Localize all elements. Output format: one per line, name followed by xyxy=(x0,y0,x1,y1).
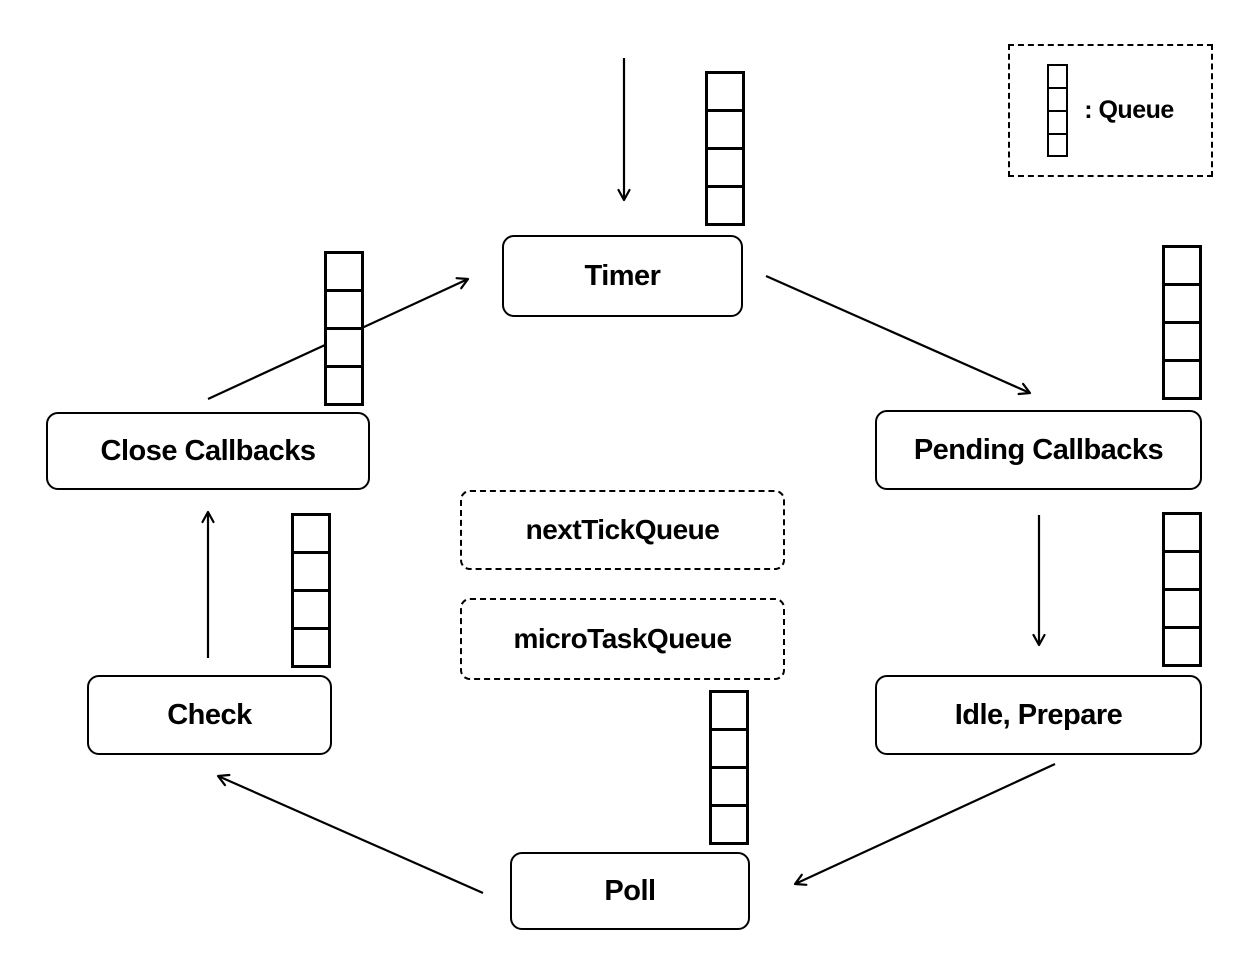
queue-cell xyxy=(708,112,742,150)
node-timer-label: Timer xyxy=(584,259,661,292)
queue-cell xyxy=(1165,629,1199,664)
queue-icon xyxy=(1162,245,1202,400)
queue-cell xyxy=(294,592,328,630)
queue-cell xyxy=(1165,362,1199,397)
queue-cell xyxy=(708,74,742,112)
arrow-poll-to-check xyxy=(216,773,484,895)
queue-icon xyxy=(1047,64,1069,157)
node-close-callbacks-label: Close Callbacks xyxy=(100,434,316,467)
micro-task-queue-label: microTaskQueue xyxy=(513,623,732,654)
queue-cell xyxy=(327,330,361,368)
queue-cell xyxy=(708,188,742,223)
node-check: Check xyxy=(87,675,332,755)
queue-icon xyxy=(324,251,364,406)
node-idle-prepare: Idle, Prepare xyxy=(875,675,1202,755)
queue-icon xyxy=(1162,512,1202,667)
node-pending-callbacks-label: Pending Callbacks xyxy=(913,433,1164,466)
queue-cell xyxy=(1165,248,1199,286)
legend-queue: : Queue xyxy=(1008,44,1213,177)
node-pending-callbacks: Pending Callbacks xyxy=(875,410,1202,490)
arrow-idle-prepare-to-poll xyxy=(793,763,1056,886)
queue-cell xyxy=(708,150,742,188)
queue-cell xyxy=(327,254,361,292)
queue-cell xyxy=(294,516,328,554)
arrow-timer-to-pending-callbacks xyxy=(765,274,1032,396)
queue-icon xyxy=(709,690,749,845)
queue-icon xyxy=(705,71,745,226)
queue-cell xyxy=(712,693,746,731)
micro-task-queue-box: microTaskQueue xyxy=(460,598,785,680)
node-timer: Timer xyxy=(502,235,743,317)
queue-cell xyxy=(1165,591,1199,629)
queue-cell xyxy=(1049,135,1067,155)
node-poll-label: Poll xyxy=(604,874,656,907)
queue-cell xyxy=(1165,515,1199,553)
queue-cell xyxy=(712,807,746,842)
queue-cell xyxy=(1049,89,1067,112)
queue-cell xyxy=(1165,286,1199,324)
next-tick-queue-box: nextTickQueue xyxy=(460,490,785,570)
queue-icon xyxy=(291,513,331,668)
queue-cell xyxy=(327,292,361,330)
node-close-callbacks: Close Callbacks xyxy=(46,412,370,490)
queue-cell xyxy=(1049,66,1067,89)
next-tick-queue-label: nextTickQueue xyxy=(525,514,720,545)
legend-label: : Queue xyxy=(1084,96,1174,124)
node-check-label: Check xyxy=(167,698,252,731)
queue-cell xyxy=(712,769,746,807)
node-poll: Poll xyxy=(510,852,750,930)
queue-cell xyxy=(294,554,328,592)
queue-cell xyxy=(327,368,361,403)
queue-cell xyxy=(294,630,328,665)
queue-cell xyxy=(1165,553,1199,591)
queue-cell xyxy=(1165,324,1199,362)
queue-cell xyxy=(1049,112,1067,135)
node-idle-prepare-label: Idle, Prepare xyxy=(954,698,1123,731)
queue-cell xyxy=(712,731,746,769)
